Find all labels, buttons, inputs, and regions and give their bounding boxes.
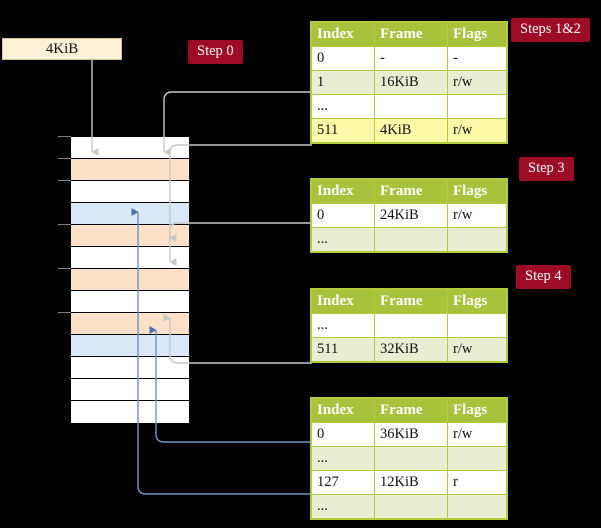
- cell-flags: -: [447, 46, 507, 71]
- cell-flags: r/w: [447, 422, 507, 447]
- cell-flags: [447, 446, 507, 471]
- column-header-index: Index: [311, 179, 375, 204]
- column-header-frame: Frame: [374, 22, 448, 47]
- cell-frame: 16KiB: [374, 70, 448, 95]
- memory-tick: [58, 158, 71, 159]
- memory-frame-row: [71, 269, 189, 291]
- cell-flags: r: [447, 470, 507, 495]
- badge-steps-1-2-label: Steps 1&2: [520, 21, 581, 37]
- cell-flags: r/w: [447, 70, 507, 95]
- badge-step-0: Step 0: [188, 40, 243, 64]
- table-row[interactable]: ...: [311, 227, 507, 252]
- column-header-flags: Flags: [447, 22, 507, 47]
- memory-frame-row: [71, 313, 189, 335]
- memory-frame-row: [71, 335, 189, 357]
- cell-frame: 12KiB: [374, 470, 448, 495]
- cell-flags: r/w: [447, 337, 507, 362]
- cell-frame: 4KiB: [374, 118, 448, 143]
- badge-step-0-label: Step 0: [197, 43, 234, 59]
- column-header-flags: Flags: [447, 179, 507, 204]
- badge-step-4: Step 4: [516, 265, 571, 289]
- cell-index: 511: [311, 118, 375, 143]
- memory-frame-row: [71, 137, 189, 159]
- table-row[interactable]: ...: [311, 94, 507, 119]
- memory-frame-row: [71, 181, 189, 203]
- cell-index: ...: [311, 494, 375, 519]
- column-header-index: Index: [311, 289, 375, 314]
- cell-flags: [447, 313, 507, 338]
- virtual-page-label: 4KiB: [45, 41, 79, 57]
- cell-frame: 36KiB: [374, 422, 448, 447]
- cell-index: ...: [311, 227, 375, 252]
- cell-index: ...: [311, 313, 375, 338]
- memory-tick: [58, 312, 71, 313]
- cell-flags: r/w: [447, 203, 507, 228]
- cell-frame: [374, 494, 448, 519]
- badge-step-3-label: Step 3: [528, 160, 565, 176]
- cell-flags: [447, 94, 507, 119]
- table-row[interactable]: 0--: [311, 46, 507, 71]
- memory-frame-row: [71, 247, 189, 269]
- virtual-page-box: 4KiB: [2, 38, 122, 60]
- memory-tick: [58, 180, 71, 181]
- cell-index: ...: [311, 94, 375, 119]
- cell-flags: [447, 494, 507, 519]
- column-header-index: Index: [311, 398, 375, 423]
- cell-frame: 24KiB: [374, 203, 448, 228]
- cell-index: 0: [311, 422, 375, 447]
- cell-index: 1: [311, 70, 375, 95]
- cell-frame: [374, 227, 448, 252]
- column-header-frame: Frame: [374, 179, 448, 204]
- table-row[interactable]: ...: [311, 313, 507, 338]
- memory-frame-row: [71, 159, 189, 181]
- column-header-frame: Frame: [374, 289, 448, 314]
- column-header-frame: Frame: [374, 398, 448, 423]
- memory-frame-row: [71, 379, 189, 401]
- cell-frame: [374, 94, 448, 119]
- cell-index: ...: [311, 446, 375, 471]
- cell-index: 511: [311, 337, 375, 362]
- cell-flags: r/w: [447, 118, 507, 143]
- badge-step-3: Step 3: [519, 157, 574, 181]
- cell-frame: [374, 313, 448, 338]
- memory-tick: [58, 268, 71, 269]
- memory-frame-row: [71, 225, 189, 247]
- memory-frame-row: [71, 203, 189, 225]
- column-header-index: Index: [311, 22, 375, 47]
- cell-index: 0: [311, 203, 375, 228]
- memory-frame-row: [71, 291, 189, 313]
- column-header-flags: Flags: [447, 398, 507, 423]
- cell-index: 0: [311, 46, 375, 71]
- physical-memory-column: [70, 136, 190, 423]
- cell-frame: -: [374, 46, 448, 71]
- memory-tick: [58, 224, 71, 225]
- memory-frame-row: [71, 357, 189, 379]
- cell-index: 127: [311, 470, 375, 495]
- cell-flags: [447, 227, 507, 252]
- column-header-flags: Flags: [447, 289, 507, 314]
- table-row[interactable]: ...: [311, 446, 507, 471]
- cell-frame: 32KiB: [374, 337, 448, 362]
- badge-steps-1-2: Steps 1&2: [511, 18, 590, 42]
- table-row[interactable]: ...: [311, 494, 507, 519]
- memory-frame-row: [71, 401, 189, 423]
- memory-tick: [58, 136, 71, 137]
- cell-frame: [374, 446, 448, 471]
- badge-step-4-label: Step 4: [525, 268, 562, 284]
